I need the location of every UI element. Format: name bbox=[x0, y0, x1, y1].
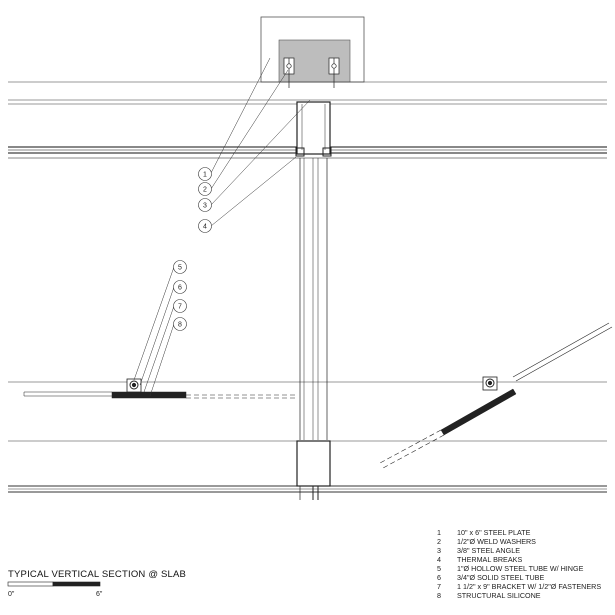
callout-leaders bbox=[133, 57, 311, 397]
legend-text: STRUCTURAL SILICONE bbox=[457, 591, 541, 600]
callout-2: 2 bbox=[198, 182, 212, 196]
legend-text: 3/4"Ø SOLID STEEL TUBE bbox=[457, 573, 544, 582]
left-fin-assembly bbox=[23, 378, 298, 399]
right-fin-assembly bbox=[379, 322, 613, 469]
callout-4: 4 bbox=[198, 219, 212, 233]
callout-label: 2 bbox=[203, 187, 207, 194]
drawing-title: TYPICAL VERTICAL SECTION @ SLAB bbox=[8, 569, 186, 580]
legend-text: 1 1/2" x 9" BRACKET W/ 1/2"Ø FASTENERS bbox=[457, 582, 601, 591]
legend-text: 1"Ø HOLLOW STEEL TUBE W/ HINGE bbox=[457, 564, 584, 573]
legend-text: 1/2"Ø WELD WASHERS bbox=[457, 537, 536, 546]
scale-end-label: 6" bbox=[96, 591, 103, 598]
slab-block bbox=[260, 16, 365, 88]
callout-label: 8 bbox=[178, 322, 182, 329]
legend-number: 3 bbox=[437, 546, 441, 555]
legend-number: 6 bbox=[437, 573, 441, 582]
callout-7: 7 bbox=[173, 299, 187, 313]
callout-3: 3 bbox=[198, 198, 212, 212]
legend-number: 7 bbox=[437, 582, 441, 591]
callout-label: 5 bbox=[178, 265, 182, 272]
callout-label: 4 bbox=[203, 224, 207, 231]
legend-number: 8 bbox=[437, 591, 441, 600]
legend-number: 1 bbox=[437, 528, 441, 537]
callout-label: 6 bbox=[178, 285, 182, 292]
callout-label: 7 bbox=[178, 304, 182, 311]
scale-bar: 0" 6" bbox=[7, 581, 103, 598]
legend-number: 2 bbox=[437, 537, 441, 546]
anchor-bolt-left bbox=[283, 57, 295, 88]
callout-label: 1 bbox=[203, 172, 207, 179]
legend-number: 4 bbox=[437, 555, 441, 564]
legend-text: 3/8" STEEL ANGLE bbox=[457, 546, 520, 555]
legend-text: 10" x 6" STEEL PLATE bbox=[457, 528, 531, 537]
ceiling-lines bbox=[8, 81, 607, 105]
callout-label: 3 bbox=[203, 203, 207, 210]
anchor-bolt-right bbox=[328, 57, 340, 88]
vertical-mullion bbox=[295, 101, 332, 500]
callout-8: 8 bbox=[173, 317, 187, 331]
scale-start-label: 0" bbox=[8, 591, 15, 598]
callout-6: 6 bbox=[173, 280, 187, 294]
legend: 1 10" x 6" STEEL PLATE 2 1/2"Ø WELD WASH… bbox=[437, 528, 601, 600]
callout-1: 1 bbox=[198, 167, 212, 181]
callout-5: 5 bbox=[173, 260, 187, 274]
legend-number: 5 bbox=[437, 564, 441, 573]
legend-text: THERMAL BREAKS bbox=[457, 555, 522, 564]
